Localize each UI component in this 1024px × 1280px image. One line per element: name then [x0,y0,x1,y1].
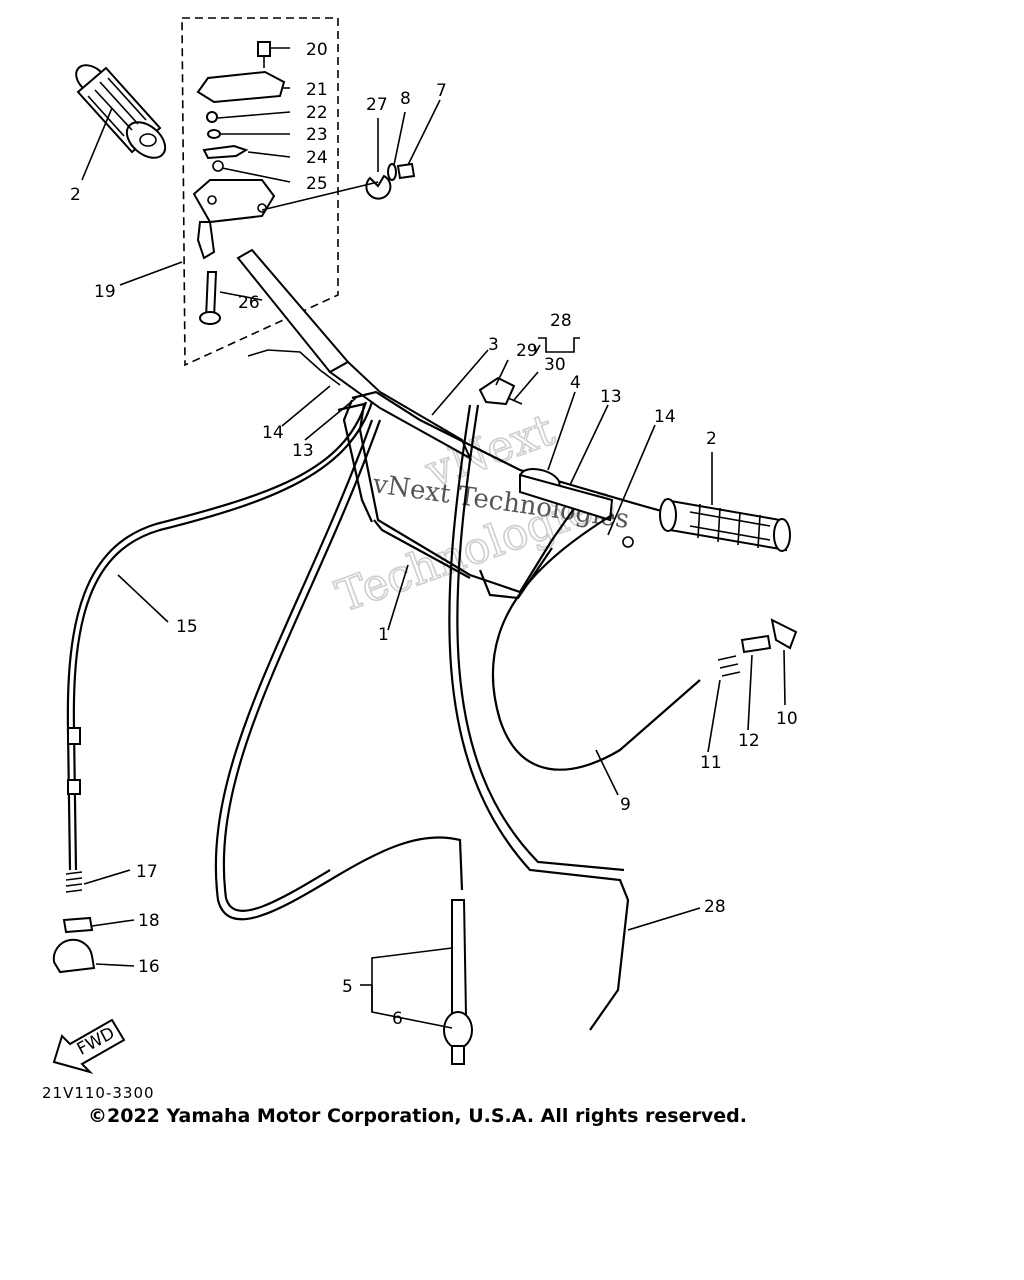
choke-cable [214,419,464,921]
label-14-right: 14 [654,407,676,427]
label-10: 10 [776,709,798,729]
label-23: 23 [306,125,328,145]
leader-lines [81,47,786,1029]
label-15: 15 [176,617,198,637]
label-8: 8 [400,89,411,109]
left-grip [75,64,167,159]
label-28-top: 28 [550,311,572,331]
label-19: 19 [94,282,116,302]
switch-wire [247,349,341,386]
label-30: 30 [544,355,566,375]
label-6: 6 [392,1009,403,1029]
label-12: 12 [738,731,760,751]
throttle-housing [192,41,286,325]
label-20: 20 [306,40,328,60]
throttle-cable [72,401,374,871]
label-16: 16 [138,957,160,977]
label-18: 18 [138,911,160,931]
label-13-right: 13 [600,387,622,407]
clamp-parts [365,162,416,200]
label-17: 17 [136,862,158,882]
fwd-arrow-icon: FWD [52,1018,126,1074]
label-28-bottom: 28 [704,897,726,917]
label-9: 9 [620,795,631,815]
label-11: 11 [700,753,722,773]
part-labels: 2 20 21 22 23 24 25 27 8 7 19 26 28 29 3… [70,40,798,1029]
label-27: 27 [366,95,388,115]
throttle-cable-end [52,727,96,974]
clutch-cable-end [717,618,798,677]
label-13-left: 13 [292,441,314,461]
brake-cable [448,404,630,1031]
label-4: 4 [570,373,581,393]
label-25: 25 [306,174,328,194]
choke-cable-end [443,899,473,1065]
diagram-code: 21V110-3300 [42,1084,155,1102]
label-14-left: 14 [262,423,284,443]
label-3: 3 [488,335,499,355]
copyright-notice: ©2022 Yamaha Motor Corporation, U.S.A. A… [88,1105,747,1127]
right-grip [659,498,791,552]
lever-bracket [478,376,634,548]
label-21: 21 [306,80,328,100]
label-7: 7 [436,81,447,101]
label-2-left: 2 [70,185,81,205]
clutch-cable [491,514,701,771]
label-29: 29 [516,341,538,361]
label-5: 5 [342,977,353,997]
assembly-box-19 [181,17,339,367]
label-26: 26 [238,293,260,313]
handlebar [236,248,666,600]
label-22: 22 [306,103,328,123]
label-1: 1 [378,625,389,645]
label-2-right: 2 [706,429,717,449]
label-24: 24 [306,148,328,168]
